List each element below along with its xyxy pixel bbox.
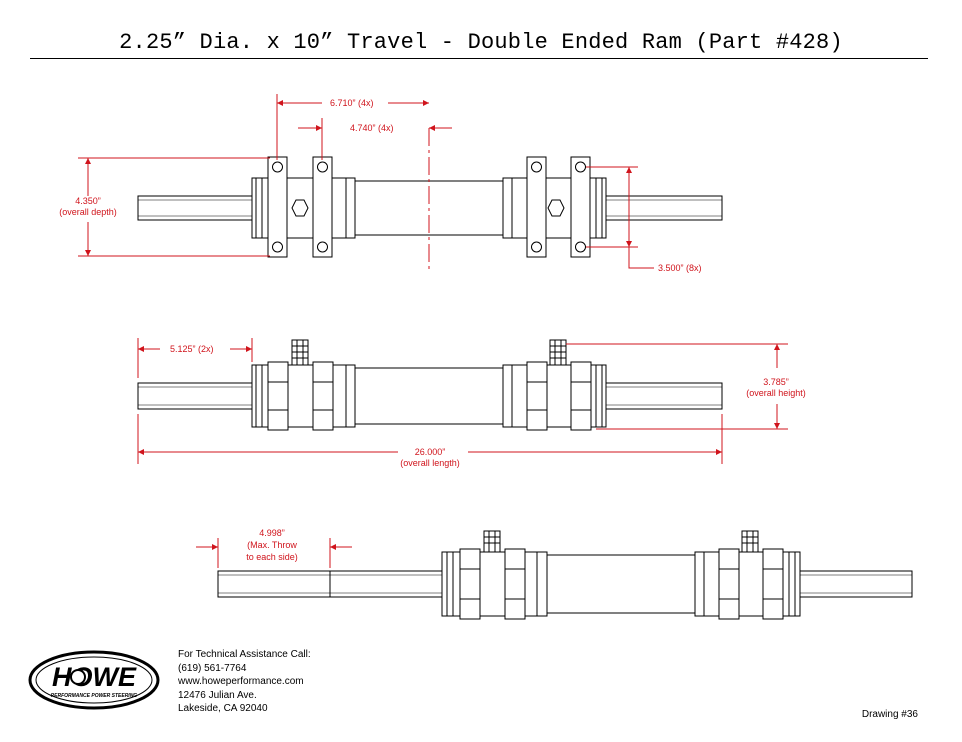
dim-length-value: 26.000” xyxy=(415,447,446,457)
logo-tagline: PERFORMANCE POWER STEERING xyxy=(51,693,138,699)
title-underline xyxy=(30,58,928,59)
dim-height-value: 3.785” xyxy=(763,377,789,387)
contact-street: 12476 Julian Ave. xyxy=(178,689,257,701)
dim-throw-label-1: (Max. Throw xyxy=(247,540,297,550)
top-view xyxy=(137,128,723,270)
dim-hole-spacing: 3.500” (8x) xyxy=(658,263,702,273)
throw-view-dimensions xyxy=(196,538,352,568)
contact-website[interactable]: www.howeperformance.com xyxy=(178,676,304,687)
dim-rod-length: 5.125” (2x) xyxy=(170,344,214,354)
throw-view xyxy=(217,530,913,620)
howe-logo: HOWE PERFORMANCE POWER STEERING xyxy=(28,650,160,710)
dim-length-label: (overall length) xyxy=(400,458,460,468)
steering-wheel-icon xyxy=(70,669,86,685)
drawing-title: 2.25” Dia. x 10” Travel - Double Ended R… xyxy=(119,30,843,55)
dim-depth-label: (overall depth) xyxy=(59,207,117,217)
logo-brand: HOWE xyxy=(52,662,137,692)
top-view-dimensions xyxy=(78,94,654,269)
dim-throw-label-2: to each side) xyxy=(246,552,298,562)
side-view-dimensions xyxy=(137,338,788,464)
side-view xyxy=(137,339,723,431)
contact-block: For Technical Assistance Call: (619) 561… xyxy=(178,648,311,716)
dim-height-label: (overall height) xyxy=(746,388,806,398)
dim-center-spacing: 6.710” (4x) xyxy=(330,98,374,108)
contact-city: Lakeside, CA 92040 xyxy=(178,703,268,714)
dim-depth-value: 4.350” xyxy=(75,196,101,206)
drawing-number: Drawing #36 xyxy=(861,709,918,720)
dim-clamp-width: 4.740” (4x) xyxy=(350,123,394,133)
contact-phone: (619) 561-7764 xyxy=(178,662,247,674)
contact-heading: For Technical Assistance Call: xyxy=(178,649,311,660)
dim-throw-value: 4.998” xyxy=(259,528,285,538)
